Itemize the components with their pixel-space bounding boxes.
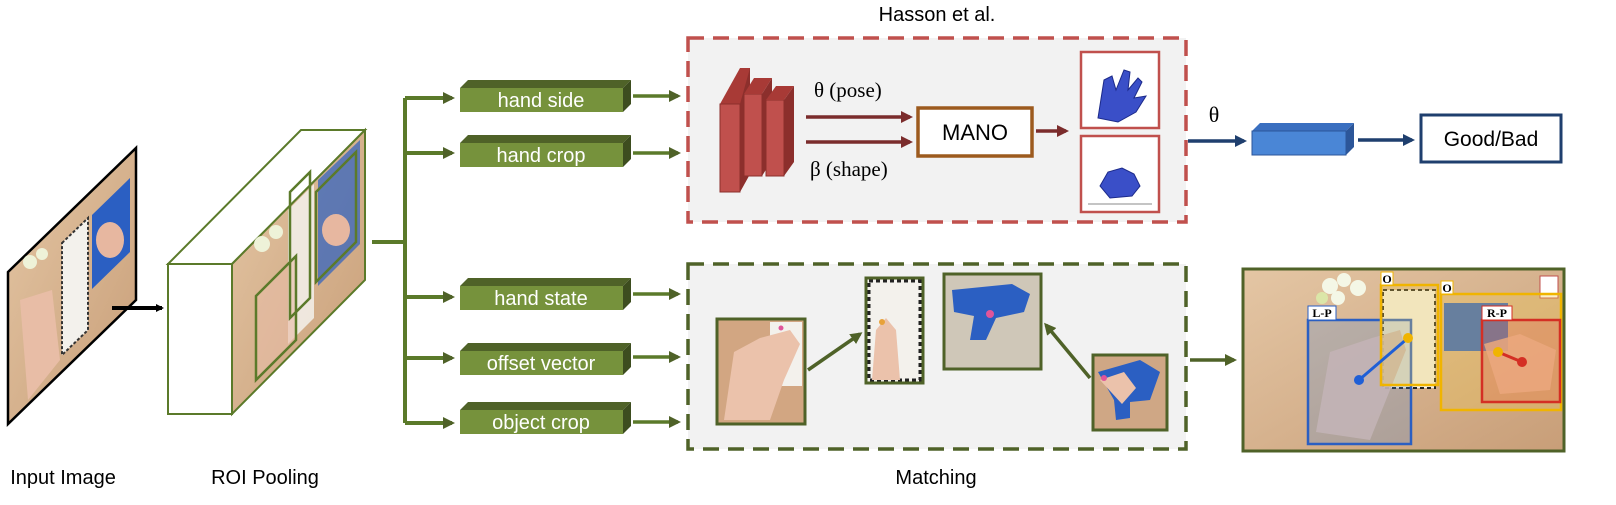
head-object-crop-label: object crop [492,412,590,434]
roi-pooling-label: ROI Pooling [211,467,319,489]
det-label-object-2: O [1442,281,1451,295]
head-offset-vector-label: offset vector [487,353,596,375]
good-bad-box: Good/Bad [1419,113,1563,164]
head-hand-crop-label: hand crop [497,145,586,167]
input-image [6,145,138,427]
match-crop-hand-1 [715,317,807,426]
head-object-crop: object crop [460,402,631,434]
det-label-object-1: O [1382,272,1391,286]
match-crop-hand-2 [1091,353,1169,432]
match-crop-object-2 [942,272,1043,371]
mano-label: MANO [942,120,1008,145]
roi-pooling-box [165,127,368,417]
pose-label: θ (pose) [814,78,882,102]
head-hand-side-label: hand side [498,90,585,112]
head-hand-crop: hand crop [460,135,631,167]
head-offset-vector: offset vector [460,343,631,375]
mano-box: MANO [916,106,1034,158]
head-arrows [633,90,681,428]
cnn-layers [719,68,794,193]
branch-tree [372,92,455,429]
head-hand-state-label: hand state [494,288,587,310]
det-label-left-hand: L-P [1312,306,1331,320]
match-crop-object-1 [864,276,925,385]
theta-label: θ [1209,102,1220,127]
det-label-right-hand: R-P [1487,306,1507,320]
head-hand-state: hand state [460,278,631,310]
head-hand-side: hand side [460,80,631,112]
hand-mesh-bottom [1079,134,1161,214]
output-detection-image: L-P O O R-P [1241,267,1566,453]
match-arrows [807,322,1092,380]
good-bad-label: Good/Bad [1444,128,1539,151]
classifier-block [1251,123,1354,156]
pose-shape-arrows [806,111,913,148]
shape-label: β (shape) [810,157,888,181]
hand-mesh-top [1079,50,1161,130]
matching-title: Matching [895,467,976,489]
flowers [1316,273,1366,305]
hasson-title: Hasson et al. [879,4,996,26]
input-image-label: Input Image [10,467,116,489]
